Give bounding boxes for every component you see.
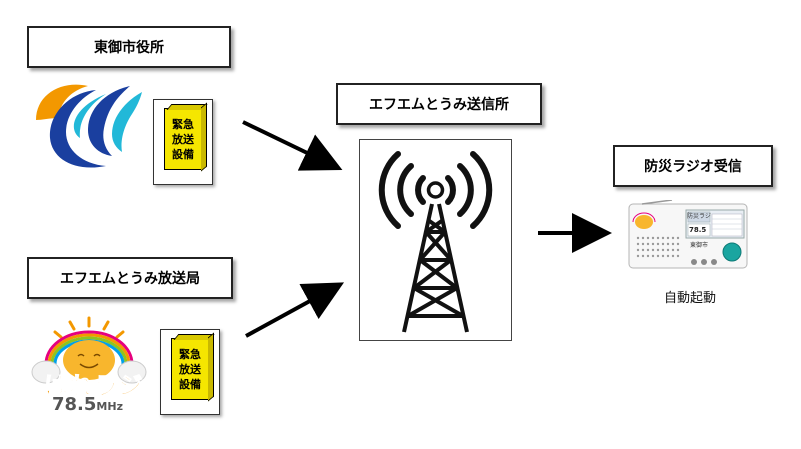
equip-line1: 緊急 bbox=[172, 117, 194, 131]
emergency-equipment-icon-2: 緊急 放送 設備 bbox=[171, 338, 209, 400]
equip-line3: 設備 bbox=[172, 147, 194, 161]
city-logo-cyan-arc bbox=[112, 92, 142, 152]
equip-line3: 設備 bbox=[179, 377, 201, 391]
sun-cloud-icon bbox=[31, 316, 147, 384]
equip-line2: 放送 bbox=[179, 362, 201, 376]
fm-station-text: エフエムとうみ放送局 bbox=[60, 271, 200, 287]
transmitter-text: エフエムとうみ送信所 bbox=[369, 97, 509, 113]
transmitter-tower-box bbox=[359, 139, 512, 341]
transmitter-label: エフエムとうみ送信所 bbox=[336, 83, 542, 125]
city-hall-label: 東御市役所 bbox=[27, 26, 231, 68]
emergency-equipment-icon-1: 緊急 放送 設備 bbox=[164, 108, 202, 170]
radio-frequency: 78.5 bbox=[689, 226, 707, 234]
arrow-cityhall-to-transmitter bbox=[242, 120, 343, 171]
disaster-radio-device: 防災ラジオ 78.5 東御市 bbox=[628, 199, 748, 272]
radio-reception-label: 防災ラジオ受信 bbox=[613, 145, 773, 187]
radio-sun-logo bbox=[632, 212, 656, 229]
radio-tower-icon bbox=[378, 151, 493, 333]
equip-line1: 緊急 bbox=[179, 347, 201, 361]
city-logo-blue-arc bbox=[49, 90, 106, 168]
hareraji-freq-number: 78.5 bbox=[52, 394, 97, 415]
hareraji-frequency: 78.5MHz bbox=[52, 394, 123, 415]
hareraji-name: はれラジ bbox=[44, 372, 144, 401]
fm-station-label: エフエムとうみ放送局 bbox=[27, 257, 233, 299]
radio-city: 東御市 bbox=[690, 242, 709, 249]
speaker-grille bbox=[636, 236, 680, 258]
emergency-equipment-box-1: 緊急 放送 設備 bbox=[153, 99, 213, 185]
hareraji-freq-unit: MHz bbox=[96, 400, 123, 413]
hareraji-logo: はれラジ 78.5MHz bbox=[30, 316, 148, 415]
radio-device-illustration bbox=[628, 199, 748, 269]
radio-reception-text: 防災ラジオ受信 bbox=[644, 159, 742, 175]
city-logo bbox=[36, 84, 142, 168]
city-logo-orange-mark bbox=[36, 84, 88, 120]
arrow-station-to-transmitter bbox=[245, 282, 345, 338]
city-hall-text: 東御市役所 bbox=[94, 40, 164, 56]
auto-start-caption: 自動起動 bbox=[664, 291, 717, 306]
equip-line2: 放送 bbox=[172, 132, 194, 146]
city-logo-blue-arc-2 bbox=[88, 86, 130, 156]
radio-panel-title: 防災ラジオ bbox=[687, 213, 711, 220]
emergency-equipment-box-2: 緊急 放送 設備 bbox=[160, 329, 220, 415]
city-logo-cyan-arc-2 bbox=[73, 94, 106, 138]
